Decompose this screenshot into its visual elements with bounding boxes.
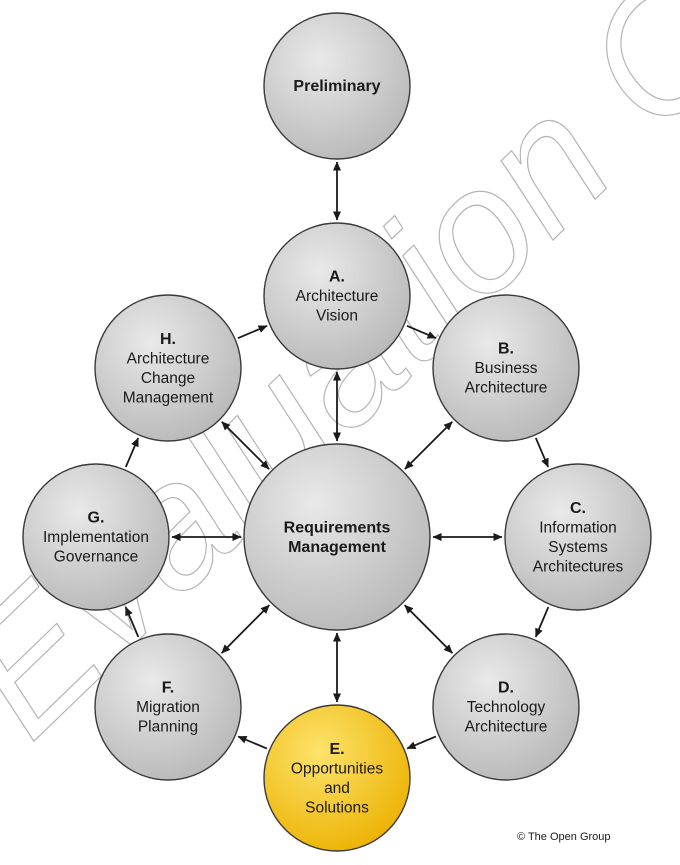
phase-b-label-line: Architecture [465,380,548,397]
phase-c-label-line: C. [570,500,586,517]
phase-e-circle [263,704,411,852]
phase-g-circle [22,463,170,611]
phase-a-circle [263,222,411,370]
arrow-center-to-b [404,421,453,470]
copyright-text: © The Open Group [517,831,611,843]
phase-center-label-line: Requirements [284,519,391,536]
phase-b-label-line: Business [475,360,538,377]
phase-h-label-line: Architecture [127,350,210,367]
phase-f-circle [94,633,242,781]
arrow-center-to-f [220,604,270,654]
phase-g-label-line: Implementation [43,529,149,546]
phase-b-circle [432,294,580,442]
phase-e-label-line: Solutions [305,799,369,816]
phase-c-label-line: Systems [548,539,608,556]
arrow-e-to-f [237,735,268,750]
phase-d-label-line: D. [498,680,514,697]
phase-preliminary: Preliminary [263,12,411,160]
phase-f-label-line: F. [162,680,174,697]
phase-f-label-line: Planning [138,719,198,736]
arrow-c-to-d [534,606,550,638]
arrow-h-to-a [237,324,268,340]
arrow-center-to-d [404,604,454,654]
arrow-f-to-g [124,606,140,638]
phase-preliminary-circle [263,12,411,160]
phase-g-label-line: G. [88,510,105,527]
arrow-a-to-b [406,324,437,340]
arrow-center-to-h [221,421,270,470]
phase-d-label-line: Technology [467,699,546,716]
phase-c-circle [504,463,652,611]
phase-b-label-line: B. [498,341,514,358]
phase-preliminary-label-line: Preliminary [293,78,380,95]
phase-e-label-line: E. [329,741,344,758]
phase-h-circle [94,294,242,442]
phase-a-label-line: Vision [316,308,358,325]
phase-a-label-line: A. [329,269,345,286]
arrows-layer [124,161,550,750]
phase-f-label-line: Migration [136,699,200,716]
phase-a-label-line: Architecture [296,288,379,305]
phase-c-label-line: Architectures [533,558,624,575]
phases-layer: PreliminaryA.ArchitectureVisionB.Busines… [22,12,652,852]
phase-e-label-line: and [324,780,350,797]
phase-h-label-line: Change [141,370,195,387]
arrow-g-to-h [124,437,140,468]
phase-d-circle [432,633,580,781]
phase-h-label-line: Management [123,389,214,406]
phase-h-label-line: H. [160,331,176,348]
arrow-d-to-e [406,735,437,750]
phase-c-label-line: Information [539,519,617,536]
phase-g-label-line: Governance [54,549,138,566]
arrow-b-to-c [534,437,550,468]
phase-e-label-line: Opportunities [291,760,383,777]
phase-center-label-line: Management [288,539,386,556]
phase-center-circle [243,443,431,631]
phase-d-label-line: Architecture [465,719,548,736]
